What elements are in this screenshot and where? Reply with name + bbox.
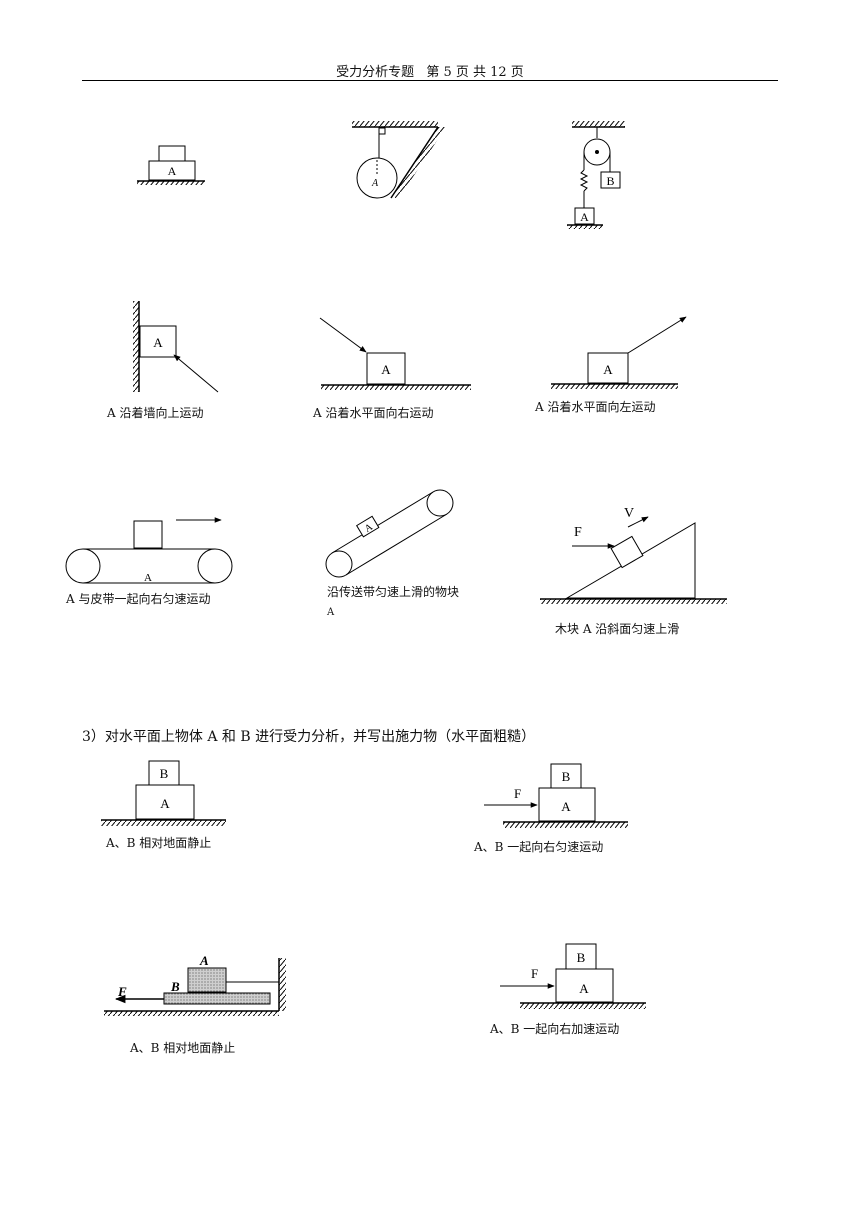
belt-roller-upper bbox=[426, 489, 454, 517]
caption-incline: 木块 A 沿斜面匀速上滑 bbox=[555, 622, 680, 636]
velocity-label: V bbox=[624, 506, 634, 521]
caption-sec3-fig4: A、B 一起向右加速运动 bbox=[490, 1022, 620, 1036]
caption-sec3-fig1: A、B 相对地面静止 bbox=[106, 836, 212, 850]
page-header: 受力分析专题 第 5 页 共 12 页 bbox=[0, 61, 860, 80]
section3-heading: 3）对水平面上物体 A 和 B 进行受力分析，并写出施力物（水平面粗糙） bbox=[82, 729, 536, 745]
belt-roller-right bbox=[197, 548, 233, 584]
block-a bbox=[555, 968, 614, 1003]
header-page: 第 5 页 共 12 页 bbox=[426, 65, 524, 80]
fig-belt-horizontal: A bbox=[65, 517, 233, 584]
spring bbox=[579, 169, 589, 192]
block-b-label: B bbox=[170, 979, 180, 994]
block-a-label: A bbox=[381, 362, 391, 377]
block-a bbox=[587, 352, 629, 384]
ground-hatch bbox=[503, 822, 628, 828]
fig-belt-incline: A bbox=[325, 489, 454, 578]
ball-label: A bbox=[371, 178, 379, 189]
fig-stacked-blocks-top: A bbox=[137, 145, 205, 185]
fig-incline: F V bbox=[540, 506, 727, 604]
belt-bottom bbox=[345, 513, 448, 576]
ground-hatch bbox=[137, 181, 205, 185]
block-a-label: A bbox=[603, 362, 613, 377]
wall-hatch bbox=[133, 301, 139, 392]
force-arrow bbox=[319, 317, 367, 353]
fig-pulley: B A bbox=[567, 121, 625, 229]
caption-wall-block: A 沿着墙向上运动 bbox=[107, 406, 204, 420]
belt-roller-lower bbox=[325, 550, 353, 578]
ground-hatch bbox=[321, 385, 471, 390]
ceiling-hatch bbox=[352, 121, 438, 127]
block-b bbox=[600, 171, 621, 189]
belt-roller-left bbox=[65, 548, 101, 584]
fig-push-right: A bbox=[319, 317, 471, 390]
block-b bbox=[550, 763, 582, 789]
force-label: F bbox=[514, 786, 521, 801]
small-block bbox=[158, 145, 186, 162]
block-b bbox=[163, 992, 271, 1005]
caption-belt-horizontal: A 与皮带一起向右匀速运动 bbox=[66, 592, 211, 606]
caption-sec3-fig3: A、B 相对地面静止 bbox=[130, 1041, 236, 1055]
force-label: F bbox=[531, 966, 538, 981]
force-arrow bbox=[173, 354, 219, 393]
incline-hatch bbox=[391, 127, 446, 198]
header-rule bbox=[82, 80, 778, 81]
caption-belt-incline-2: A bbox=[327, 607, 335, 618]
block-a-label: A bbox=[580, 210, 589, 224]
block-b-label: B bbox=[562, 769, 571, 784]
block-a bbox=[574, 207, 595, 225]
caption-pull-left: A 沿着水平面向左运动 bbox=[535, 400, 656, 414]
belt-label: A bbox=[144, 572, 152, 584]
velocity-arrow bbox=[627, 516, 649, 528]
force-label: F bbox=[574, 525, 582, 540]
block-a bbox=[355, 515, 380, 538]
header-title: 受力分析专题 bbox=[336, 65, 415, 80]
block-a bbox=[610, 535, 644, 569]
ceiling-hatch bbox=[572, 121, 625, 127]
force-label: F bbox=[117, 984, 127, 999]
wall-hatch bbox=[279, 958, 286, 1011]
force-arrow bbox=[627, 316, 687, 354]
fig-pull-left: A bbox=[551, 316, 687, 389]
block-a-label: A bbox=[579, 981, 589, 996]
ball bbox=[356, 157, 398, 199]
sec3-fig3: A B F bbox=[104, 953, 286, 1016]
ground-hatch bbox=[540, 599, 727, 604]
ground-hatch bbox=[551, 384, 678, 389]
block-a-label: A bbox=[199, 953, 209, 968]
block-b-label: B bbox=[160, 766, 169, 781]
block-b-label: B bbox=[606, 174, 614, 188]
block-b-label: B bbox=[577, 950, 586, 965]
caption-sec3-fig2: A、B 一起向右匀速运动 bbox=[474, 840, 604, 854]
block-a-label: A bbox=[168, 164, 177, 178]
ground-hatch bbox=[567, 225, 603, 229]
sec3-fig2: B A F bbox=[484, 763, 628, 828]
ground-hatch bbox=[104, 1011, 279, 1016]
block-a-label: A bbox=[561, 799, 571, 814]
block-a bbox=[366, 352, 406, 385]
block-a bbox=[538, 787, 596, 822]
fig-wall-block: A bbox=[133, 301, 219, 393]
block-a bbox=[187, 967, 227, 993]
block-a bbox=[135, 784, 195, 820]
block-b bbox=[148, 760, 180, 786]
ground-hatch bbox=[101, 820, 226, 826]
sec3-fig1: B A bbox=[101, 760, 226, 826]
ground-hatch bbox=[520, 1003, 646, 1009]
hook bbox=[378, 127, 386, 135]
caption-push-right: A 沿着水平面向右运动 bbox=[313, 406, 434, 420]
caption-belt-incline-1: 沿传送带匀速上滑的物块 bbox=[327, 585, 460, 599]
belt-top bbox=[331, 491, 434, 554]
block-a-label: A bbox=[153, 335, 163, 350]
sec3-fig4: B A F bbox=[500, 943, 646, 1009]
block-a bbox=[148, 160, 196, 181]
block-a-label: A bbox=[160, 796, 170, 811]
fig-hanging-ball: A bbox=[352, 121, 446, 199]
block bbox=[133, 520, 163, 549]
block-a bbox=[139, 325, 177, 358]
pulley-axle bbox=[595, 150, 599, 154]
